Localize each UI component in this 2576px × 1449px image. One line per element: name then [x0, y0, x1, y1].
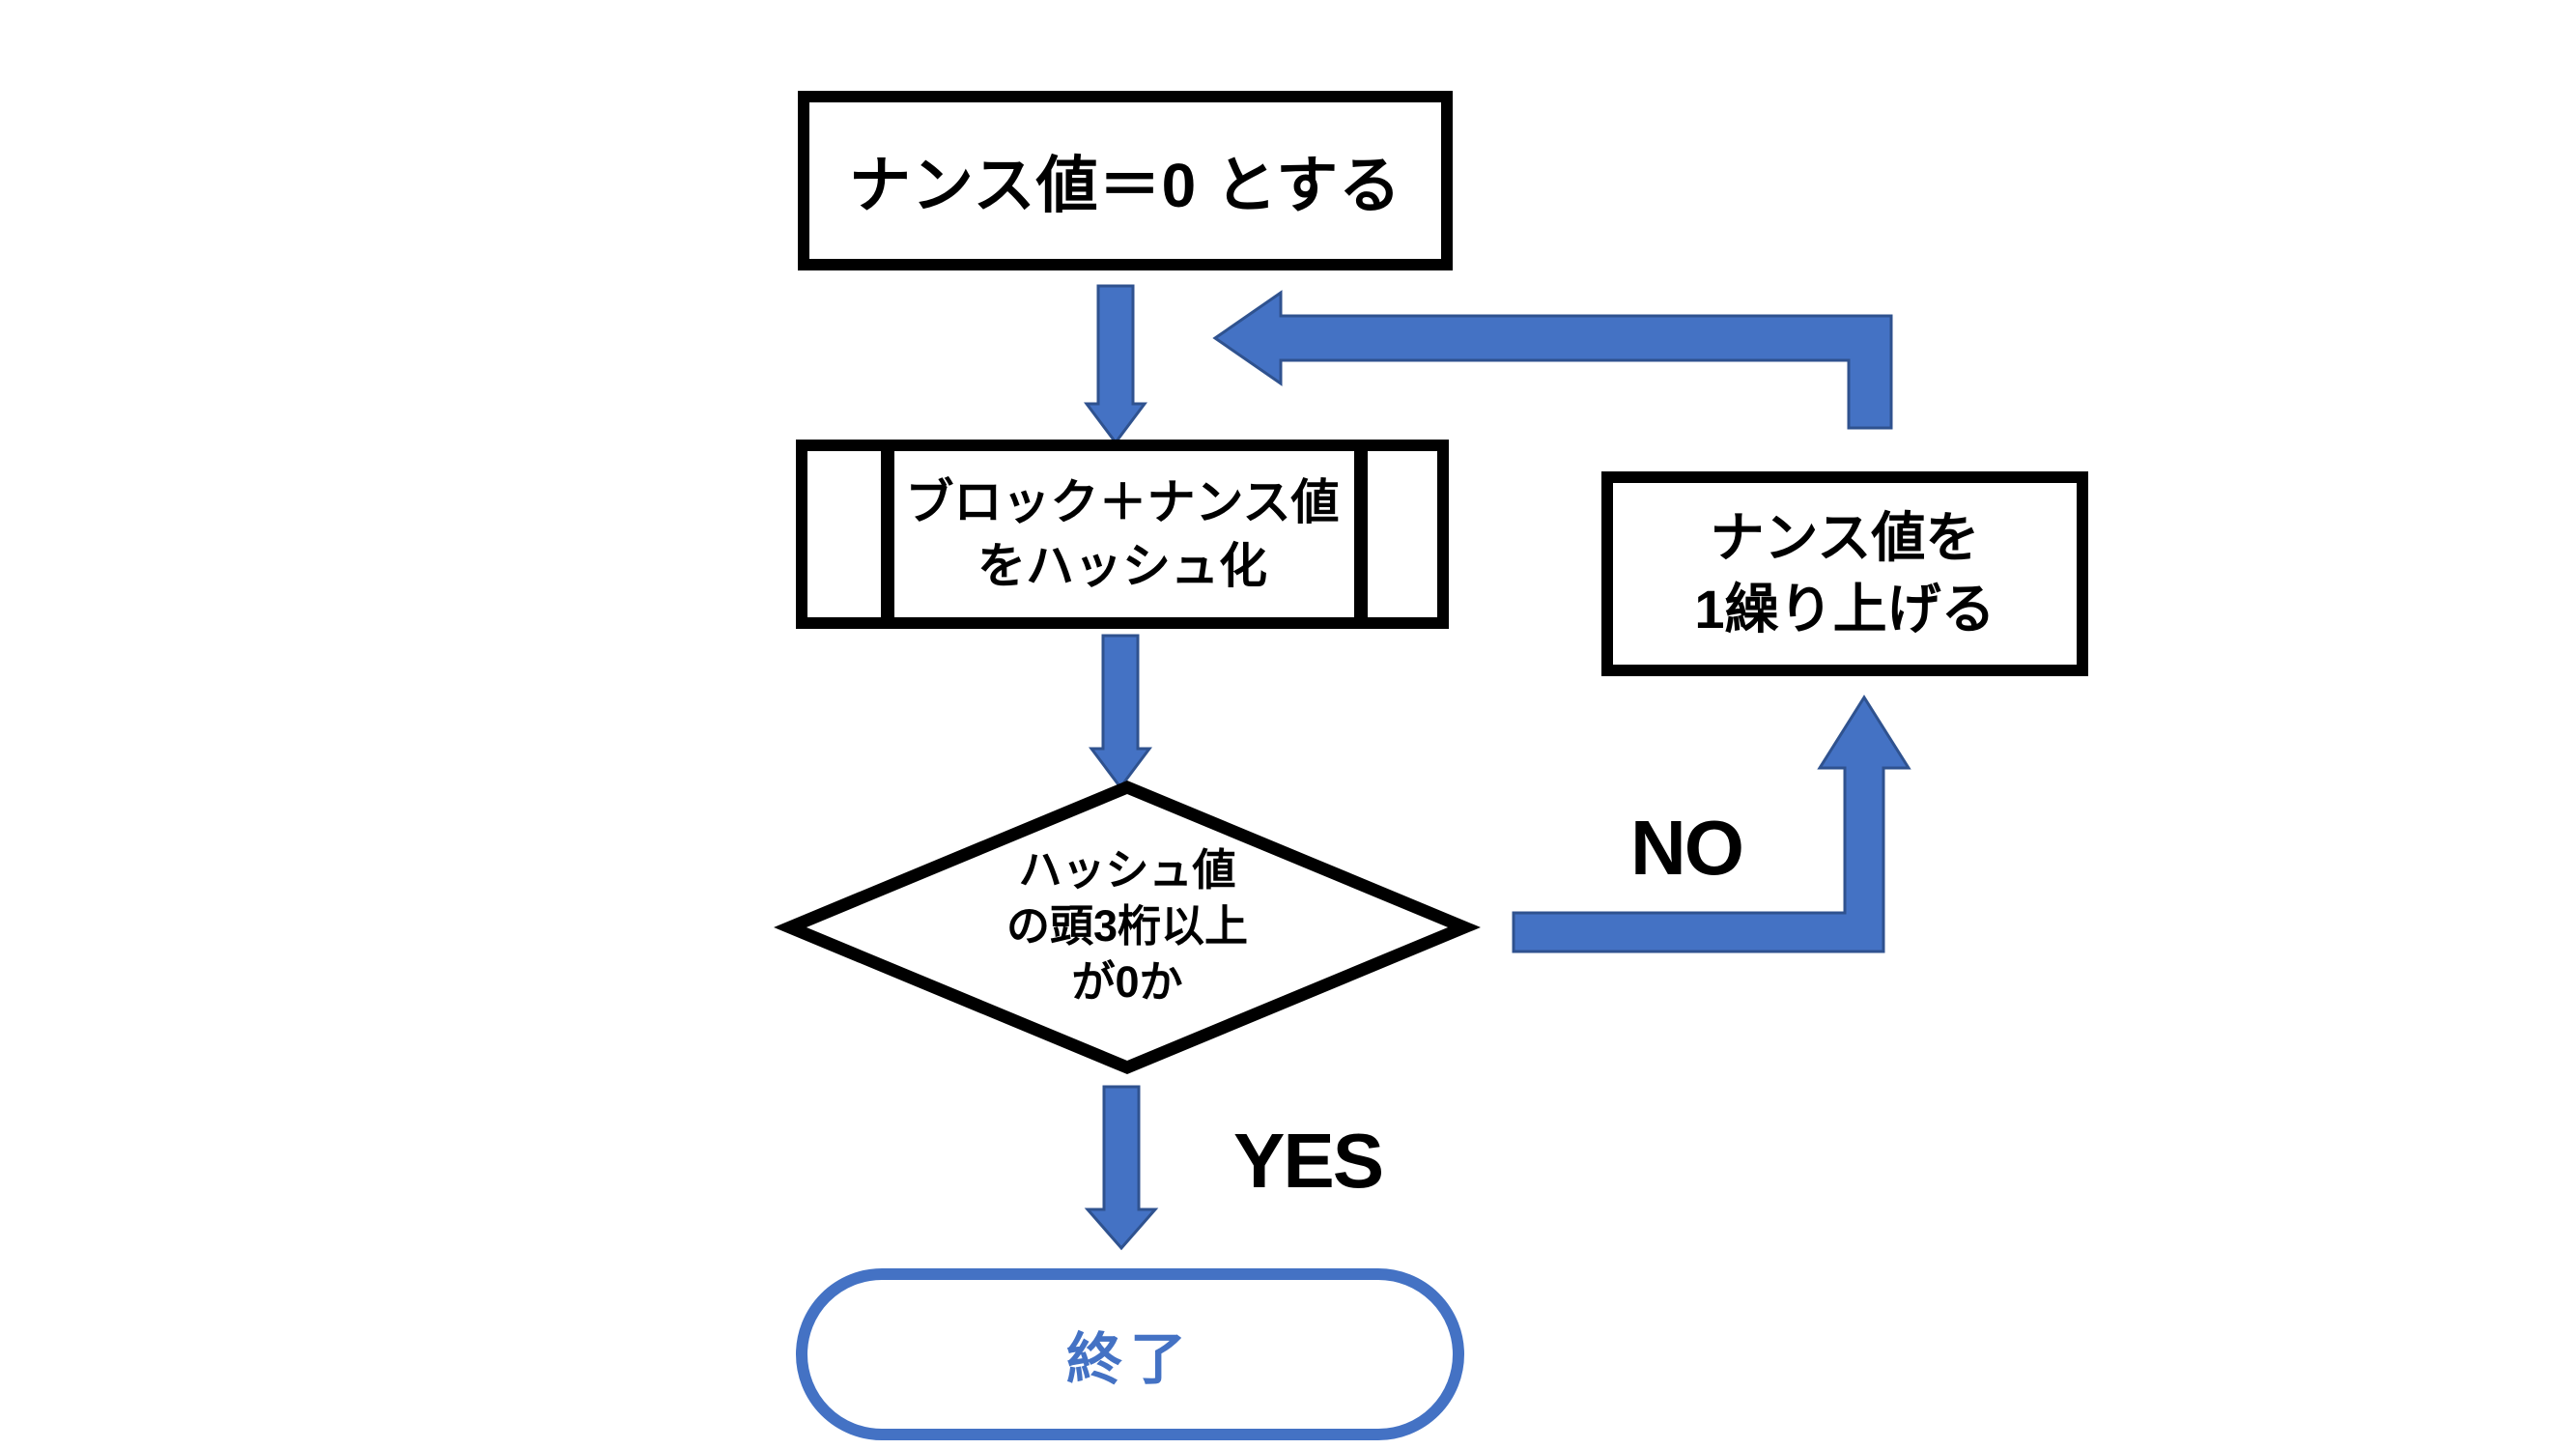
- node-hash-line-2: をハッシュ化: [977, 539, 1267, 593]
- node-increment-label: ナンス値を 1繰り上げる: [1694, 502, 1995, 645]
- node-end: 終了: [796, 1268, 1464, 1440]
- predefined-process-right-bar: [1354, 451, 1368, 617]
- node-decision-line-3: が0か: [1071, 957, 1183, 1007]
- node-increment-line-2: 1繰り上げる: [1694, 579, 1996, 639]
- decision-diamond-shape: [774, 780, 1481, 1075]
- node-decision-label: ハッシュ値 の頭3桁以上 が0か: [886, 842, 1369, 1010]
- arrow-hash-to-decision: [1089, 634, 1152, 790]
- node-hash: ブロック＋ナンス値 をハッシュ化: [796, 440, 1449, 629]
- node-increment-line-1: ナンス値を: [1710, 507, 1980, 568]
- arrow-no-decision-to-increment: [1512, 695, 1911, 953]
- node-increment: ナンス値を 1繰り上げる: [1601, 471, 2088, 676]
- predefined-process-left-bar: [881, 451, 894, 617]
- node-start: ナンス値＝0 とする: [798, 91, 1453, 270]
- edge-label-yes: YES: [1233, 1118, 1384, 1204]
- arrow-increment-loop-back: [1212, 290, 1893, 430]
- node-hash-line-1: ブロック＋ナンス値: [905, 475, 1340, 529]
- edge-label-no: NO: [1630, 805, 1744, 891]
- node-start-label: ナンス値＝0 とする: [848, 151, 1402, 220]
- node-end-label: 終了: [1065, 1328, 1194, 1391]
- node-decision-line-2: の頭3桁以上: [1005, 901, 1249, 951]
- arrow-start-to-hash: [1084, 284, 1147, 445]
- node-hash-label: ブロック＋ナンス値 をハッシュ化: [906, 470, 1340, 598]
- arrow-decision-to-end: [1084, 1085, 1159, 1251]
- node-decision-line-1: ハッシュ値: [1018, 845, 1236, 895]
